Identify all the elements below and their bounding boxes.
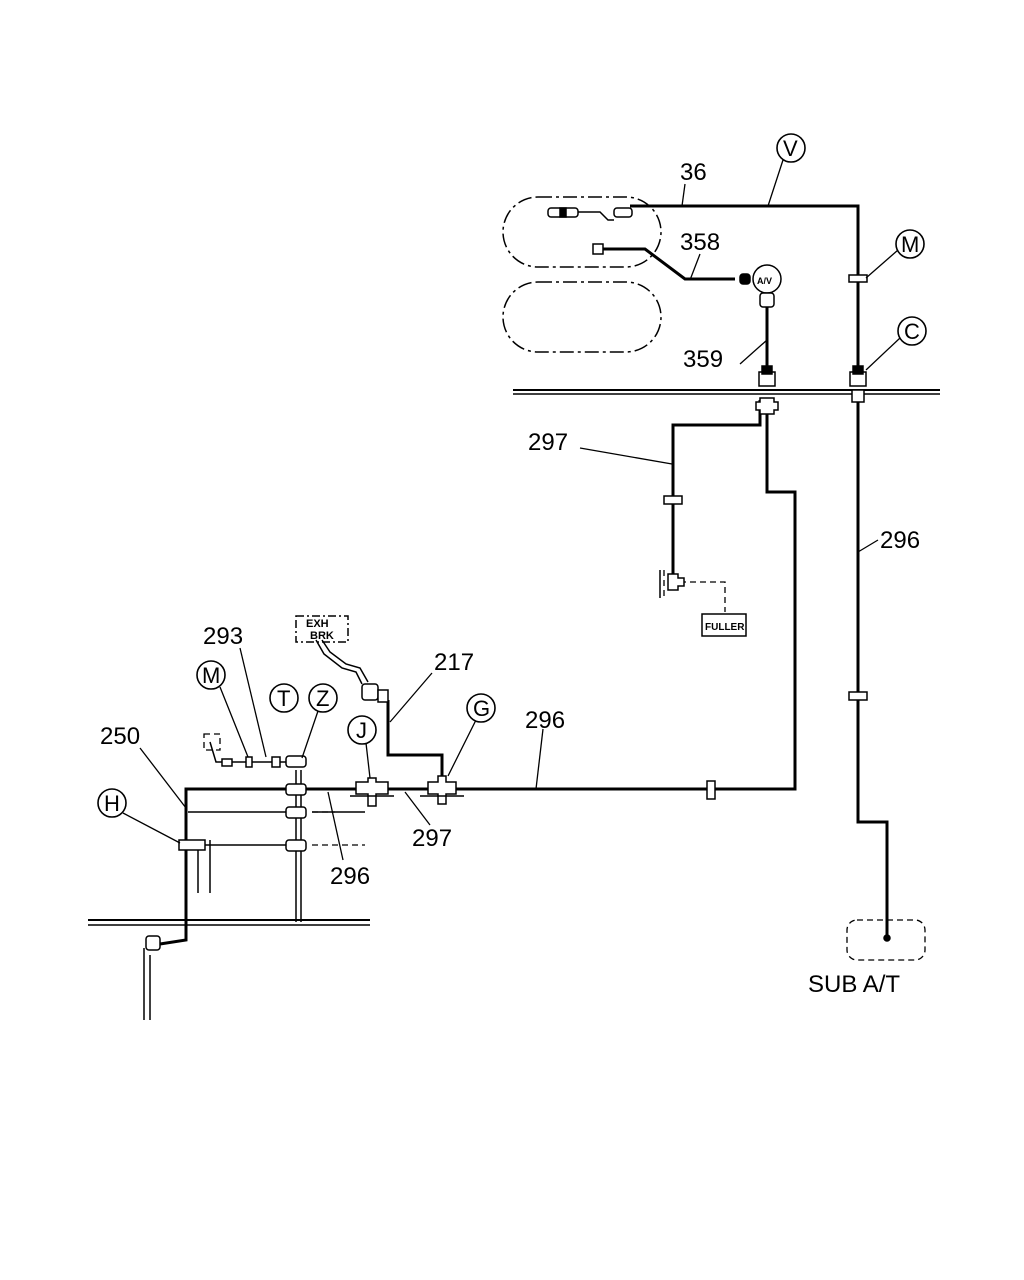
callouts: V M C M T Z J G H bbox=[97, 133, 927, 844]
callout-t: T bbox=[277, 686, 290, 711]
part-296-bottom: 296 bbox=[330, 863, 370, 890]
sub-air-tank: SUB A/T bbox=[808, 919, 926, 998]
part-293: 293 bbox=[203, 623, 243, 650]
callout-c: C bbox=[904, 319, 920, 344]
fuller-box: FULLER bbox=[701, 613, 747, 637]
exh-brk-label-2: BRK bbox=[310, 630, 334, 642]
callout-z: Z bbox=[316, 686, 329, 711]
air-valve: A/V bbox=[757, 276, 772, 286]
callout-m-left: M bbox=[202, 663, 220, 688]
fuller-label: FULLER bbox=[705, 622, 745, 633]
part-358: 358 bbox=[680, 229, 720, 256]
part-250: 250 bbox=[100, 723, 140, 750]
piping bbox=[159, 204, 889, 946]
callout-v: V bbox=[783, 136, 798, 161]
part-359: 359 bbox=[683, 346, 723, 373]
part-36: 36 bbox=[680, 159, 707, 186]
part-296-right: 296 bbox=[880, 527, 920, 554]
callout-h: H bbox=[104, 791, 120, 816]
callout-m-top: M bbox=[901, 232, 919, 257]
part-297-bottom: 297 bbox=[412, 825, 452, 852]
part-217: 217 bbox=[434, 649, 474, 676]
part-numbers: 36 358 359 297 296 293 217 250 296 297 2… bbox=[100, 159, 920, 890]
air-tanks bbox=[502, 196, 662, 353]
callout-g: G bbox=[473, 696, 490, 721]
exh-brk-box: EXH BRK bbox=[295, 615, 349, 643]
part-296-mid: 296 bbox=[525, 707, 565, 734]
callout-j: J bbox=[356, 718, 367, 743]
fittings bbox=[145, 207, 868, 951]
sub-tank-label: SUB A/T bbox=[808, 971, 900, 998]
chassis-lines bbox=[88, 389, 940, 1020]
part-297-top: 297 bbox=[528, 429, 568, 456]
air-valve-label: A/V bbox=[757, 276, 772, 286]
exh-brk-label-1: EXH bbox=[306, 618, 329, 630]
